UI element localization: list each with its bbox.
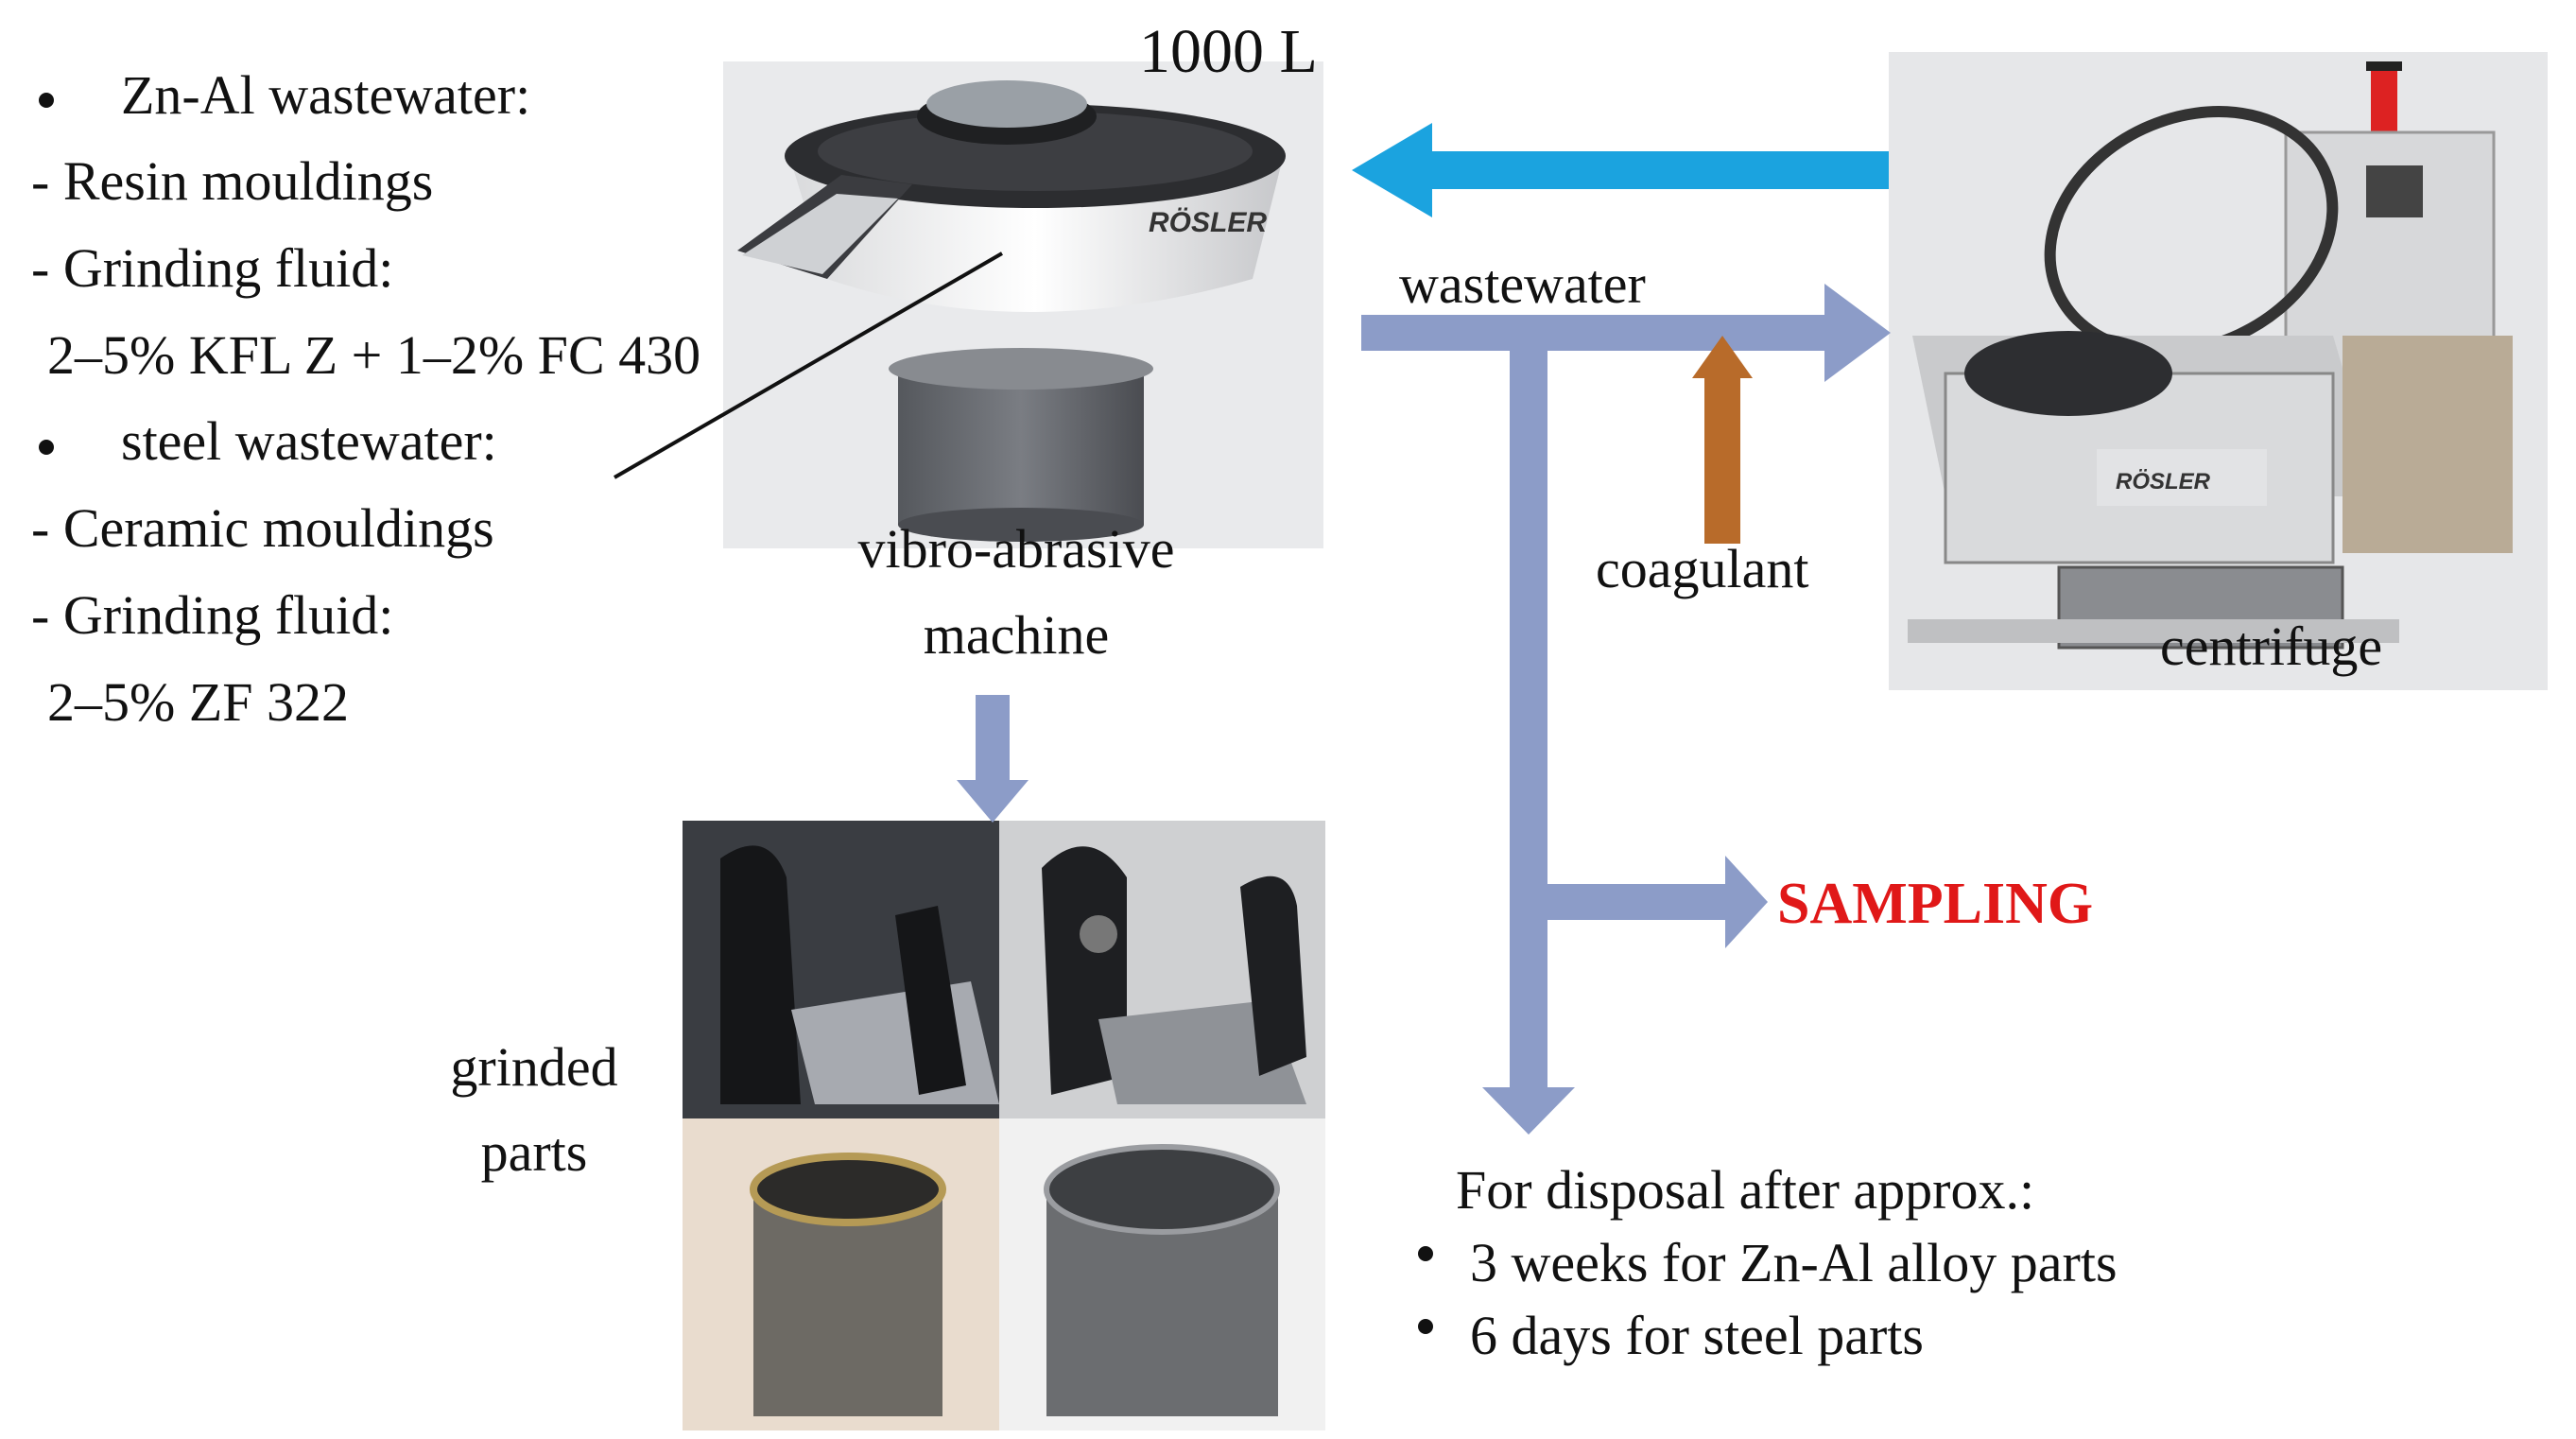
zn-item-3: 2–5% KFL Z + 1–2% FC 430 — [47, 324, 701, 386]
steel-item-3: 2–5% ZF 322 — [47, 671, 349, 733]
steel-item-1: - Ceramic mouldings — [31, 497, 494, 559]
capacity-label: 1000 L — [1139, 17, 1318, 86]
zn-heading: Zn-Al wastewater: — [121, 64, 531, 126]
pointer-line — [613, 251, 1004, 479]
disposal-arrow — [1482, 333, 1575, 1135]
rosler-logo: RÖSLER — [1149, 207, 1267, 238]
vibro-machine-photo: RÖSLER — [723, 61, 1323, 548]
sampling-label: SAMPLING — [1777, 872, 2094, 936]
wastewater-label: wastewater — [1399, 253, 1646, 315]
steel-item-2: - Grinding fluid: — [31, 584, 394, 646]
disposal-item-2: 6 days for steel parts — [1470, 1305, 1924, 1366]
coagulant-arrow — [1692, 336, 1753, 544]
return-arrow — [1352, 123, 1889, 217]
grinded-parts-photo — [683, 821, 1325, 1430]
coagulant-label: coagulant — [1596, 538, 1809, 599]
parts-arrow — [957, 695, 1029, 823]
centrifuge-label: centrifuge — [2160, 615, 2383, 677]
bullet-icon — [1418, 1246, 1433, 1261]
grinded-label-line-1: grinded — [450, 1036, 618, 1098]
bullet-icon — [39, 440, 54, 455]
zn-item-1: - Resin mouldings — [31, 150, 434, 212]
steel-heading: steel wastewater: — [121, 410, 497, 472]
sampling-arrow — [1529, 856, 1768, 948]
rosler-logo: RÖSLER — [2116, 469, 2211, 494]
bullet-icon — [39, 93, 54, 108]
vibro-label-line-1: vibro-abrasive — [857, 518, 1175, 580]
grinded-label-line-2: parts — [480, 1121, 588, 1183]
disposal-item-1: 3 weeks for Zn-Al alloy parts — [1470, 1232, 2118, 1293]
vibro-label-line-2: machine — [923, 604, 1110, 666]
disposal-heading: For disposal after approx.: — [1456, 1159, 2035, 1221]
centrifuge-photo: RÖSLER — [1889, 52, 2548, 690]
zn-item-2: - Grinding fluid: — [31, 237, 394, 299]
wastewater-arrow — [1361, 284, 1891, 382]
bullet-icon — [1418, 1319, 1433, 1334]
